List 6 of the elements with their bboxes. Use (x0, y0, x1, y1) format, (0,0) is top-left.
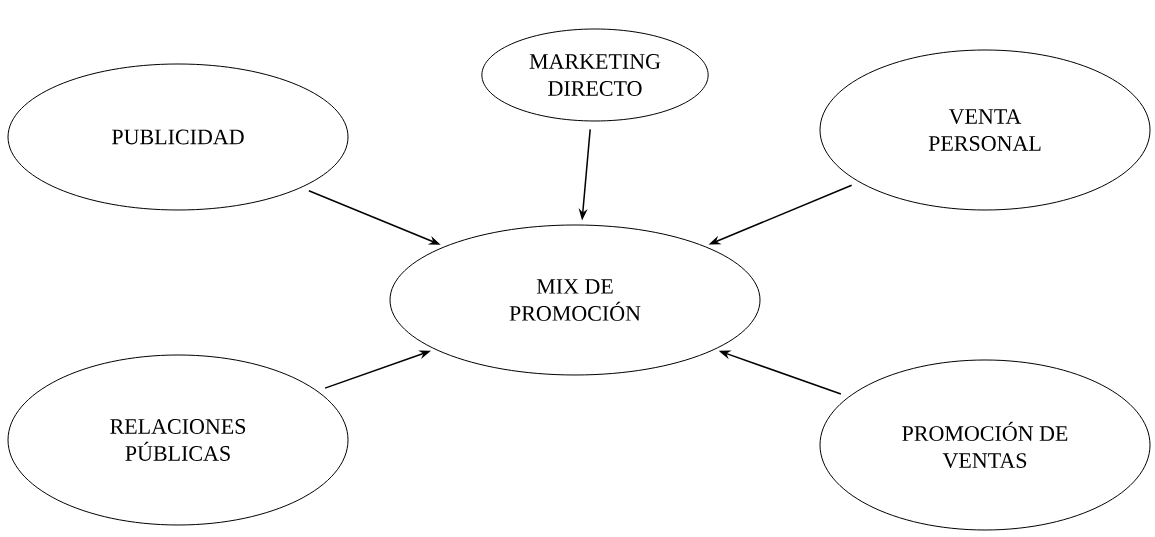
oval: PUBLICIDAD (7, 63, 349, 211)
oval: RELACIONES PÚBLICAS (7, 354, 349, 526)
oval: MIX DE PROMOCIÓN (389, 224, 761, 376)
oval: MARKETING DIRECTO (481, 28, 709, 122)
oval: VENTA PERSONAL (819, 49, 1151, 211)
oval: PROMOCIÓN DE VENTAS (819, 359, 1151, 531)
